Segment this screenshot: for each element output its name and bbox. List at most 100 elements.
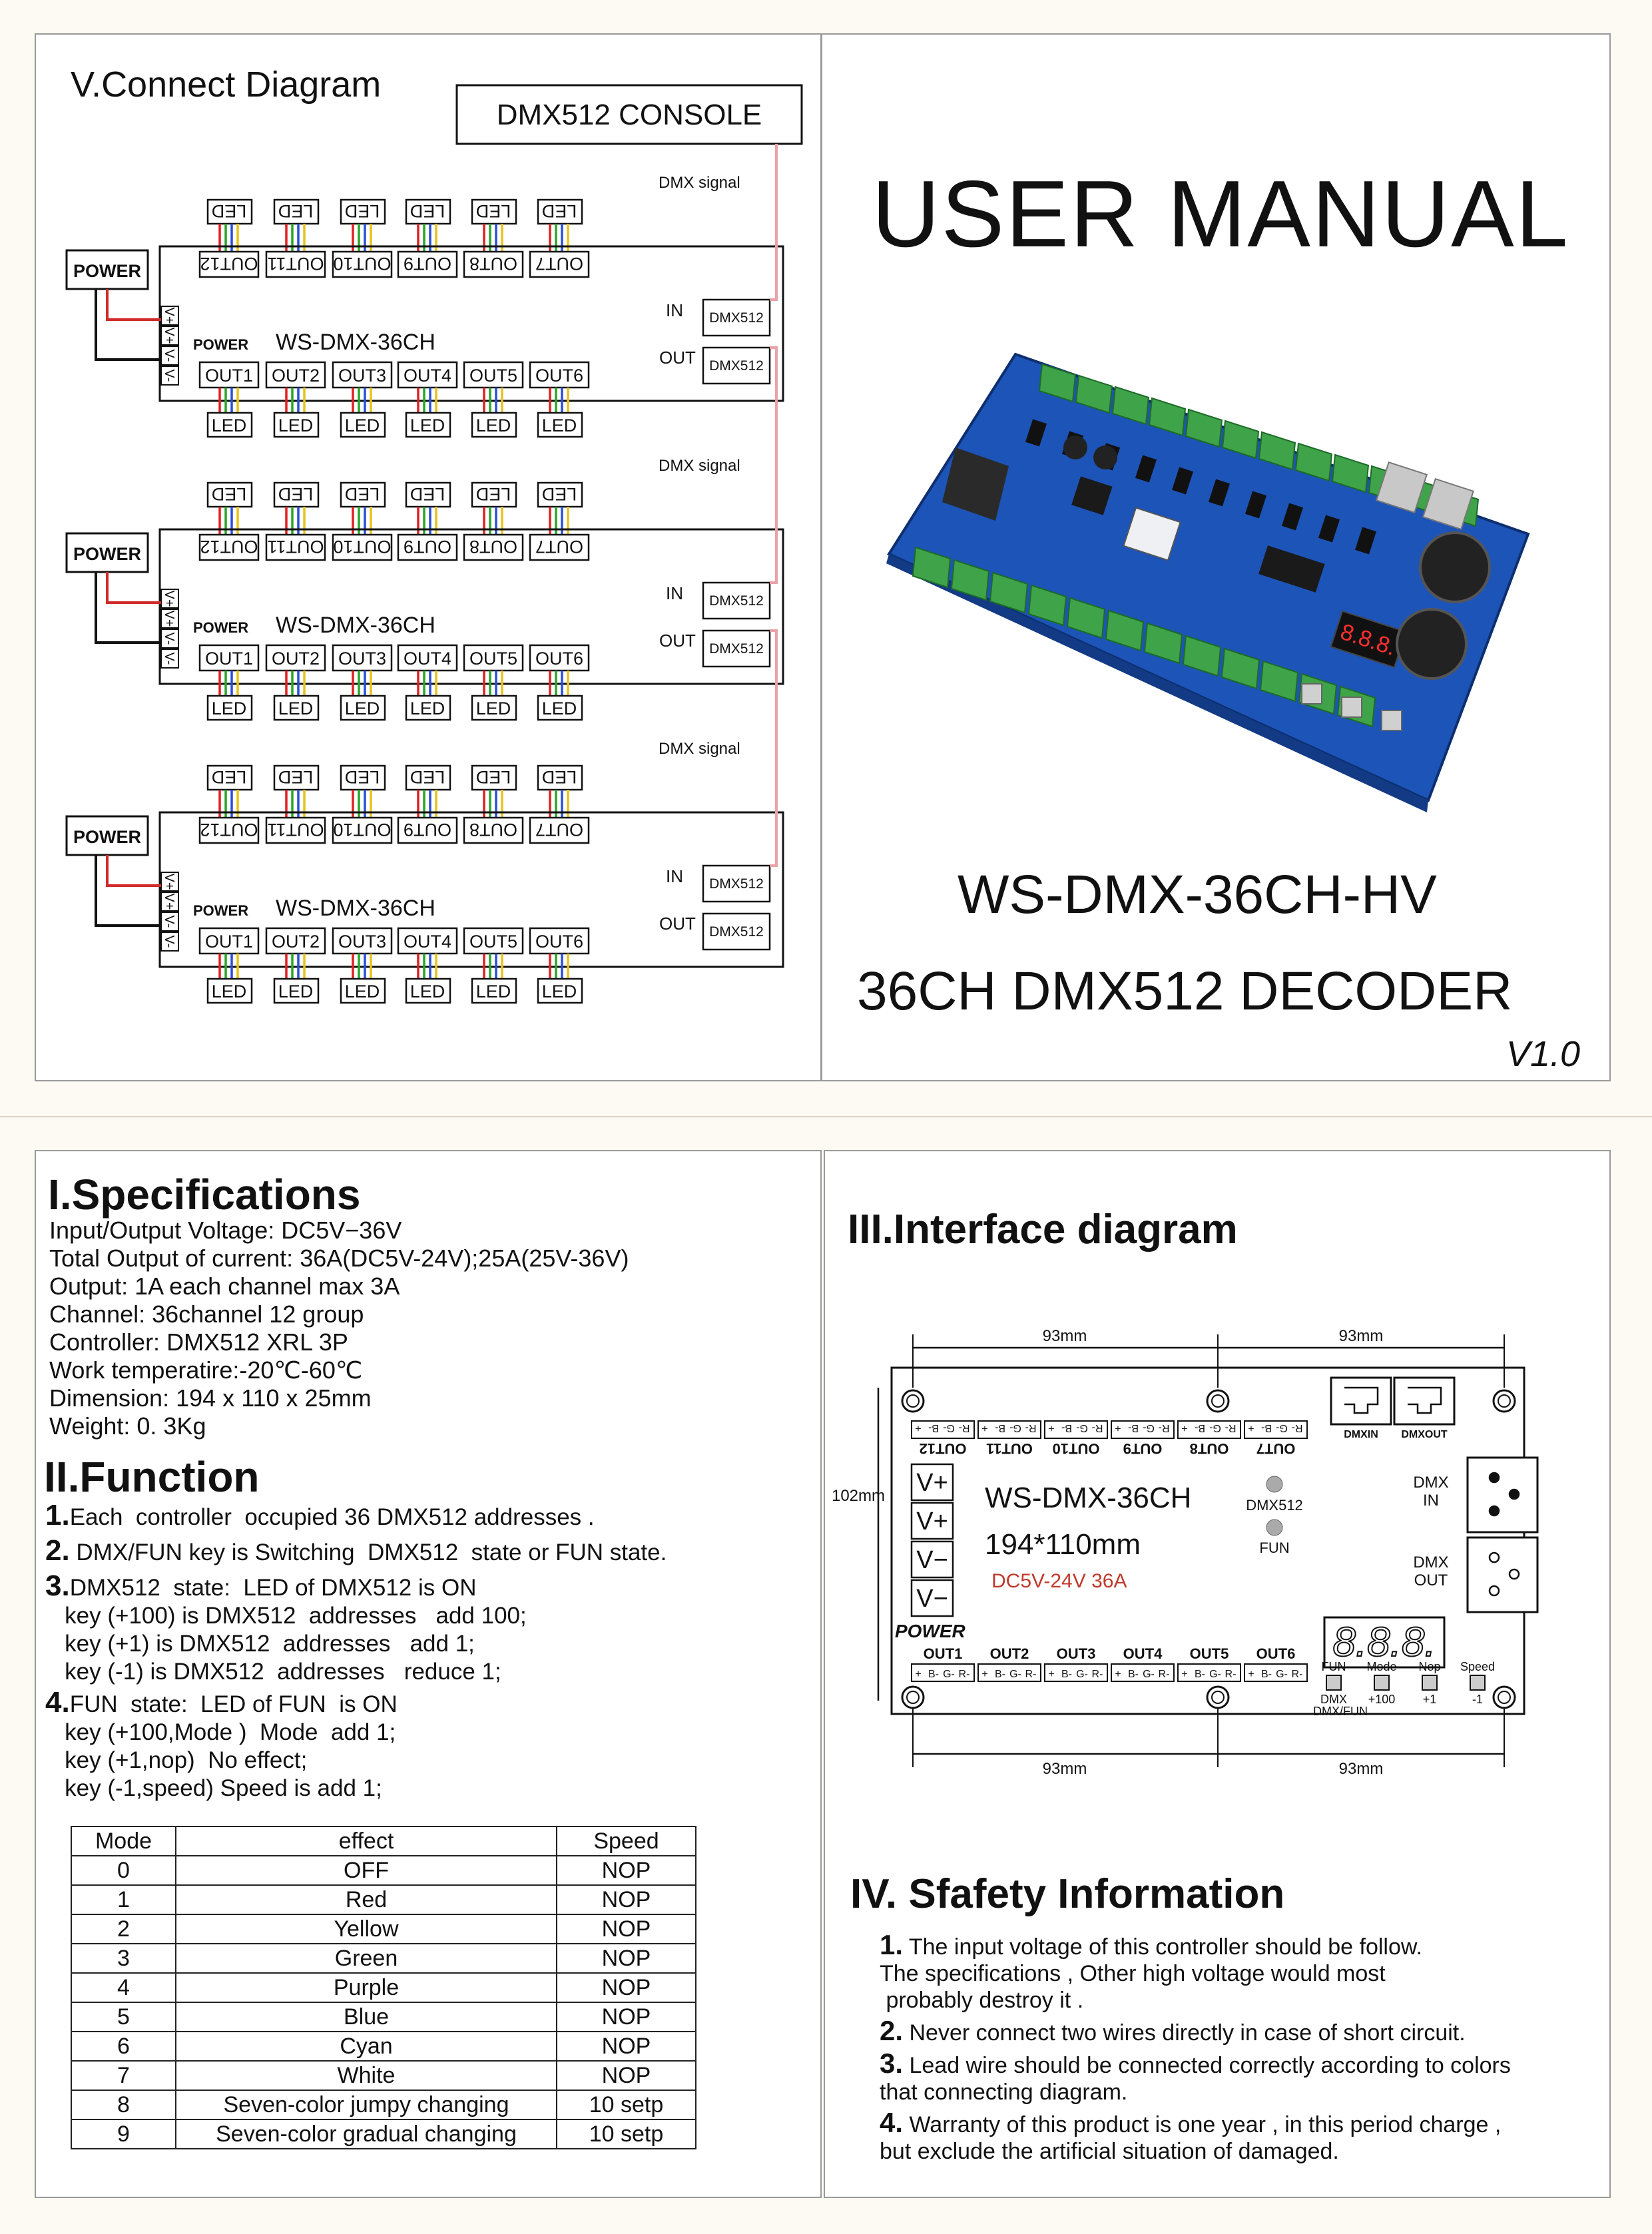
terminal-block [1111, 386, 1150, 425]
led-label: LED [410, 416, 445, 435]
led-box: LED [273, 481, 320, 508]
terminal-label: V+ [162, 327, 176, 344]
xlr-label: OUT [1414, 1571, 1448, 1589]
out-port-label: OUT2 [272, 932, 320, 952]
out-port-frame [397, 816, 458, 844]
power-box [65, 815, 149, 856]
item-number: 2. [880, 2015, 904, 2046]
led-box: LED [340, 481, 386, 508]
port-label: DMXIN [1344, 1429, 1378, 1440]
led-box: LED [471, 977, 517, 1004]
led-label: LED [476, 981, 511, 1001]
pin-label: + [981, 1669, 987, 1680]
pin-label: + [1115, 1669, 1121, 1680]
led-box-frame [206, 412, 253, 438]
terminal-label: V- [162, 653, 176, 665]
key-function-label: DMX/FUN [1313, 1705, 1368, 1718]
terminal-label: V− [916, 1585, 948, 1613]
xlr-label: DMX [1413, 1553, 1448, 1571]
pin-label: B- [995, 1422, 1005, 1434]
led-box: LED [405, 695, 451, 721]
mounting-hole-inner [1211, 1394, 1225, 1408]
item-text: Never connect two wires directly in case… [903, 2020, 1466, 2046]
led-box: LED [340, 977, 386, 1004]
terminal-block [1221, 647, 1260, 690]
specs-panel: I.Specifications Input/Output Voltage: D… [35, 1150, 822, 2198]
led-label: LED [345, 416, 380, 435]
size-label: 194*110mm [985, 1528, 1141, 1561]
led-box: LED [405, 764, 451, 791]
led-label: LED [410, 698, 445, 718]
cell: NOP [556, 1914, 696, 1944]
out-port-frame [332, 816, 393, 844]
power-wire-positive [106, 572, 161, 604]
pin-label: G- [943, 1669, 955, 1680]
function-item: 2. DMX/FUN key is Switching DMX512 state… [45, 1536, 804, 1567]
in-label: IN [666, 583, 683, 603]
led-label: LED [345, 698, 380, 718]
power-wire-positive [106, 855, 161, 887]
power-wire-negative [95, 289, 161, 361]
pin-label: G- [1009, 1669, 1021, 1680]
led-box-frame [273, 977, 320, 1004]
out-port-label: OUT5 [469, 649, 517, 669]
cell: 2 [71, 1914, 176, 1944]
pin-label: G- [1209, 1422, 1221, 1434]
terminal-frame [160, 649, 179, 669]
led-label: LED [542, 416, 577, 435]
power-label: POWER [73, 827, 141, 847]
xlr-label: DMX [1413, 1474, 1448, 1492]
led-box: LED [273, 695, 320, 721]
out-port-frame [463, 927, 524, 955]
xlr-connector [1419, 531, 1491, 603]
led-box: LED [340, 198, 386, 225]
out-port-label: OUT1 [205, 649, 253, 669]
cell: Purple [175, 1972, 557, 2003]
xlr-pin [1508, 1568, 1520, 1580]
mosfet [1208, 479, 1231, 507]
key-button [1326, 1675, 1342, 1691]
rj45-port [1393, 1376, 1456, 1426]
rj45-port [1330, 1376, 1392, 1426]
display-digits: 8.8.8. [1332, 1619, 1436, 1665]
power-wire-negative [95, 855, 161, 927]
out-port-label: OUT9 [404, 254, 451, 274]
led-label: LED [542, 484, 577, 504]
out-label: OUT5 [1190, 1645, 1229, 1662]
led-box-frame [471, 481, 517, 508]
led-box-frame [537, 412, 583, 438]
out-port-label: OUT11 [267, 820, 324, 840]
led-box: LED [340, 764, 386, 791]
fun-led-label: FUN [1259, 1539, 1289, 1556]
terminal-frame [160, 366, 179, 386]
header-cell: Mode [71, 1826, 176, 1856]
cell: Cyan [175, 2031, 557, 2062]
dmx-signal-label: DMX signal [659, 174, 740, 192]
pin-label: G- [1009, 1422, 1021, 1434]
led-label: LED [212, 201, 247, 221]
pin-label: G- [1276, 1669, 1288, 1680]
item-text: DMX512 state: LED of DMX512 is ON [69, 1575, 477, 1601]
led-label: LED [410, 484, 445, 504]
pin-label: R- [1225, 1669, 1237, 1680]
out-port-frame [265, 533, 326, 561]
cell: NOP [556, 1943, 696, 1974]
cell: Yellow [175, 1914, 557, 1944]
out-port-frame [265, 250, 326, 278]
out-port-label: OUT7 [535, 820, 583, 840]
dmx512-led-label: DMX512 [1246, 1497, 1303, 1514]
out-port-frame [397, 533, 458, 561]
out-port-label: OUT12 [200, 820, 258, 840]
out-label: OUT6 [1256, 1645, 1296, 1662]
out-port-frame [332, 533, 393, 561]
led-box: LED [537, 695, 583, 721]
terminal-label: V- [162, 370, 176, 382]
connector-block [911, 1420, 975, 1439]
terminal-frame [160, 892, 179, 912]
connector-block [977, 1663, 1041, 1682]
connector-block [977, 1420, 1041, 1439]
